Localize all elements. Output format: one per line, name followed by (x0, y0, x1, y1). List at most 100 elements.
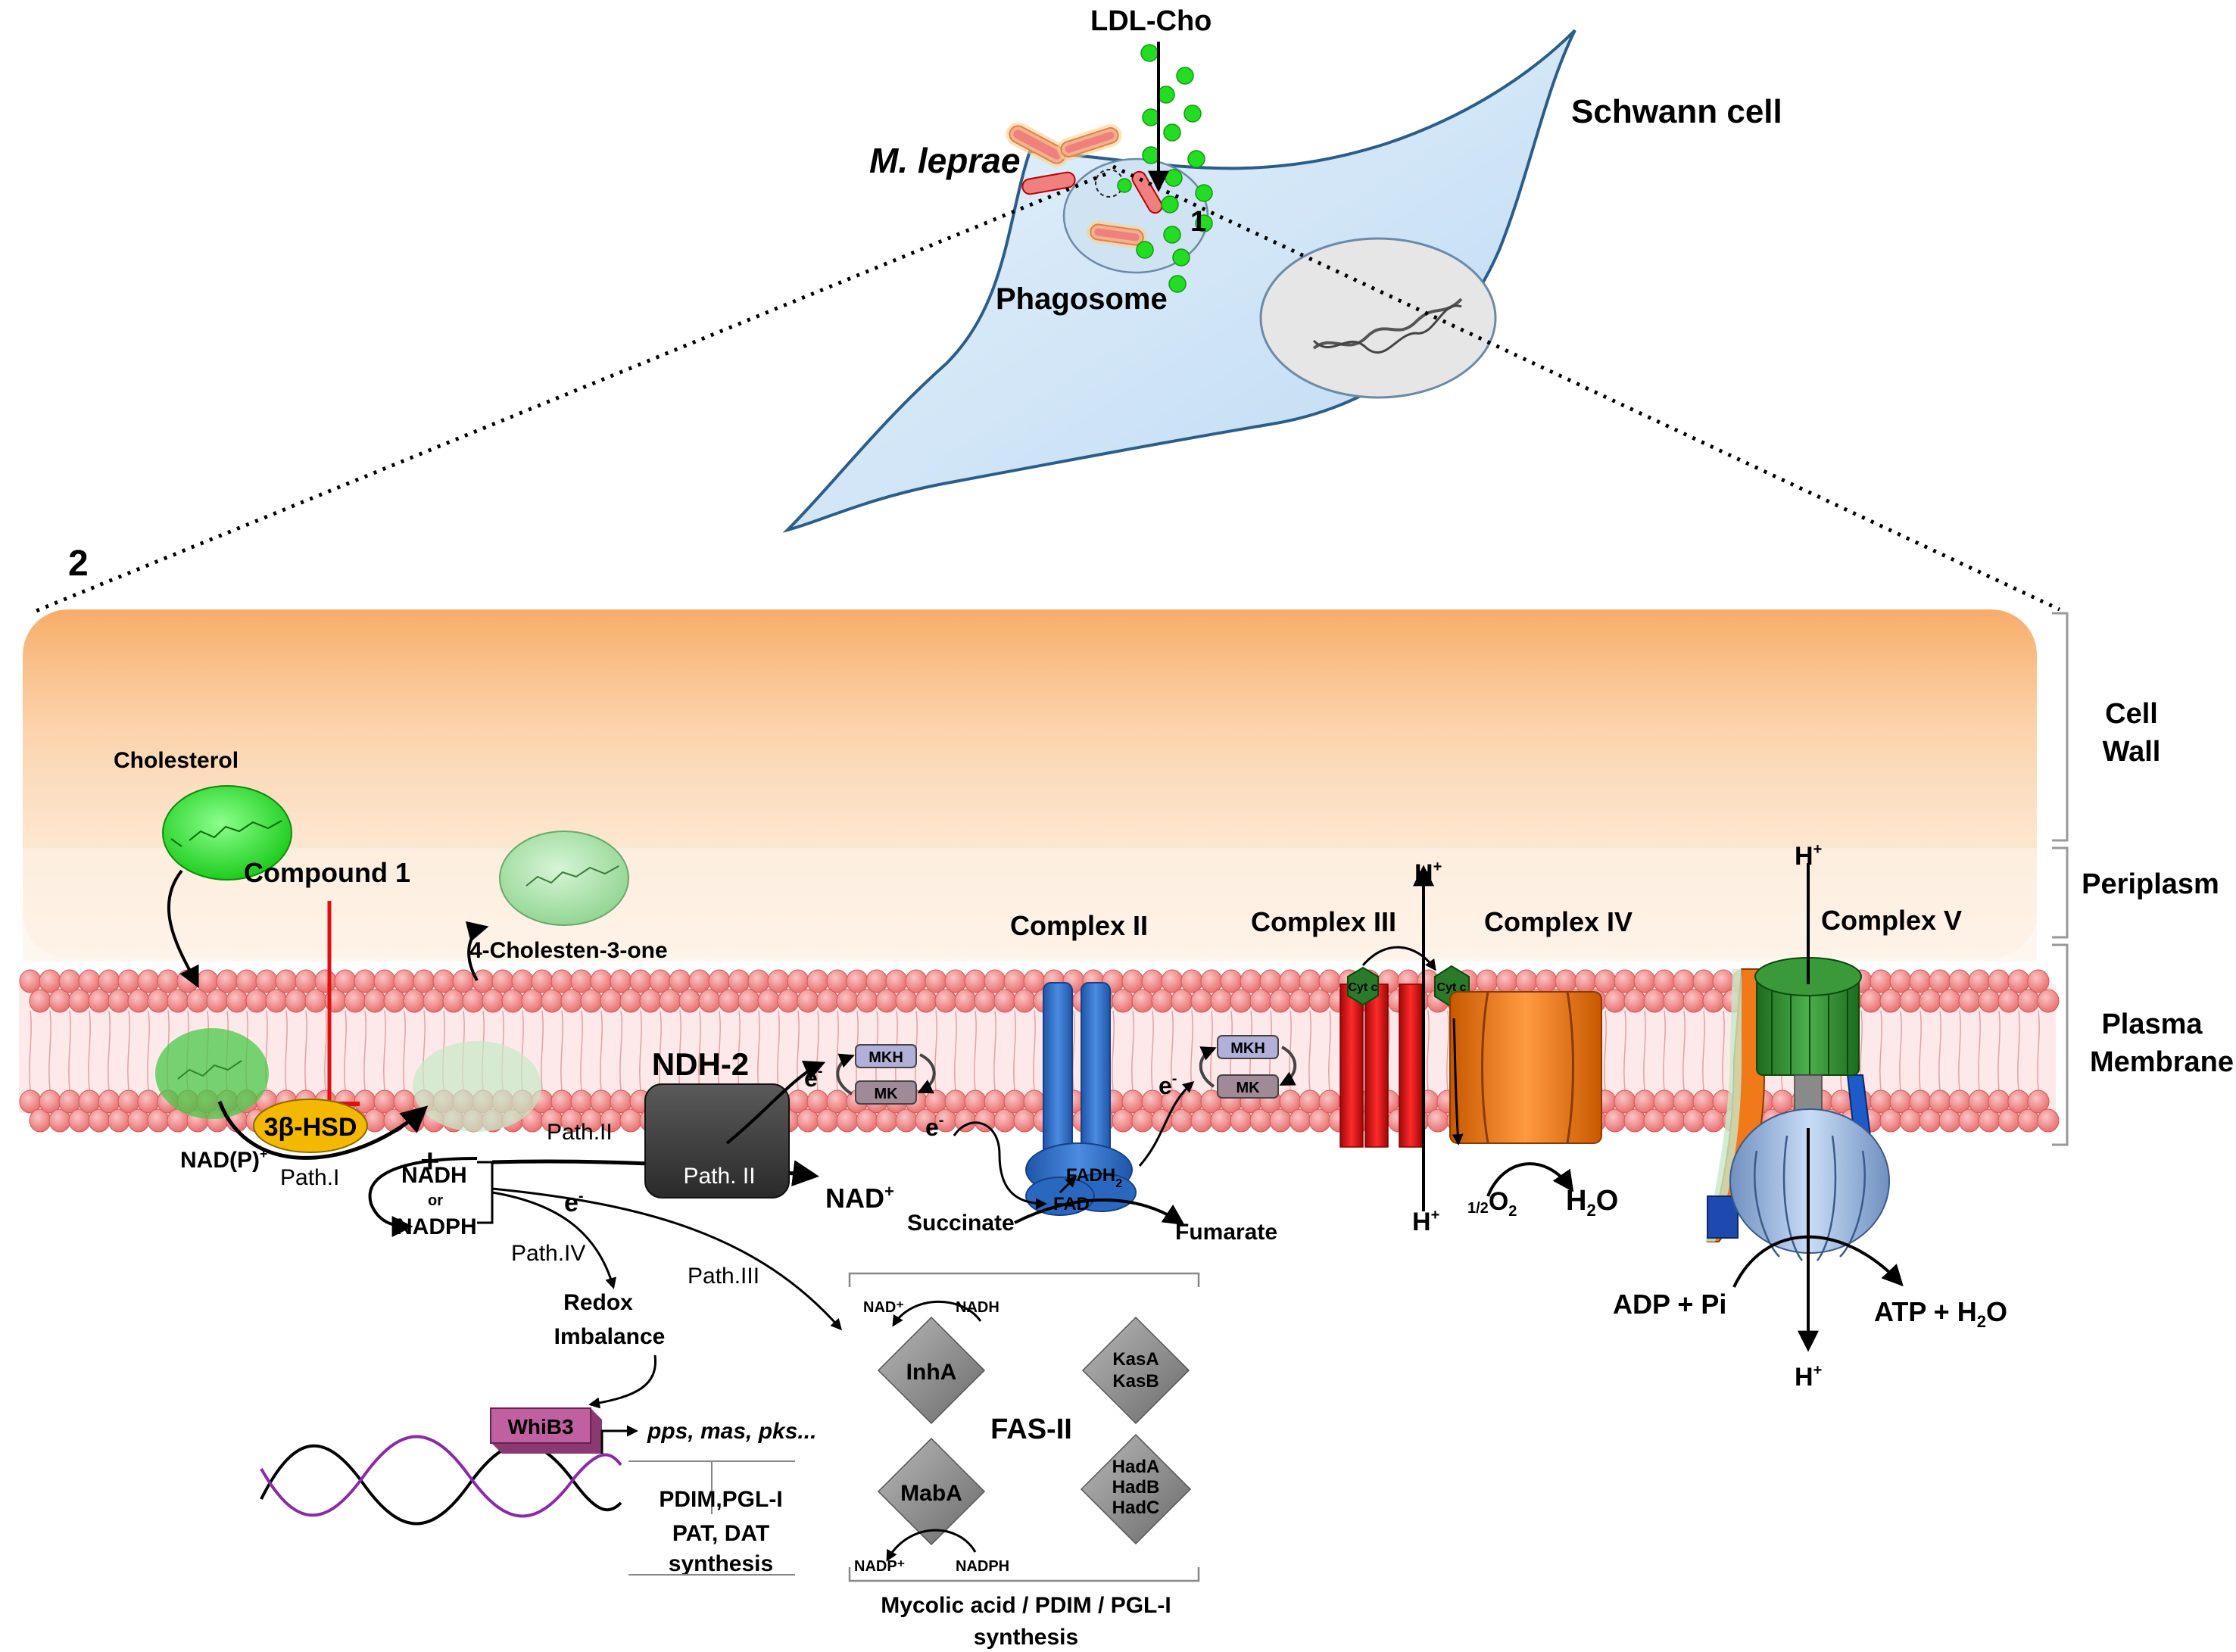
complex-v-label: Complex V (1821, 905, 1962, 936)
membrane-bead (442, 989, 465, 1013)
membrane-bead (590, 969, 613, 993)
svg-text:MKH: MKH (869, 1049, 903, 1066)
electron-label-1: e- (564, 1188, 584, 1217)
kas-node[interactable]: KasA KasB (1081, 1316, 1190, 1425)
genes-bracket (628, 1460, 795, 1514)
membrane-bead (186, 989, 209, 1013)
fas-nad-plus: NAD⁺ (863, 1299, 904, 1316)
complex-iv[interactable]: Complex IV 1/2O2 H2O (1449, 906, 1633, 1220)
membrane-bead (934, 989, 957, 1013)
membrane-tail (836, 1010, 839, 1091)
periplasm-label: Periplasm (2082, 868, 2219, 900)
membrane-bead (2037, 989, 2060, 1013)
membrane-tail (304, 1010, 307, 1091)
membrane-bead (964, 969, 987, 993)
svg-text:MabA: MabA (900, 1481, 962, 1506)
membrane-bead (1249, 989, 1272, 1013)
membrane-bead (895, 989, 918, 1013)
membrane-tail (639, 1010, 642, 1091)
svg-text:InhA: InhA (906, 1360, 957, 1385)
membrane-bead (1476, 969, 1498, 993)
membrane-bead (482, 989, 504, 1013)
membrane-bead (767, 969, 790, 993)
complex-iii[interactable]: Complex III Cyt c Cyt c H+ H+ (1251, 859, 1470, 1236)
membrane-bead (432, 969, 455, 993)
membrane-bead (1161, 969, 1183, 993)
complex-ii[interactable]: Complex II FADH2 FAD e- Succinate Fumara… (907, 910, 1277, 1245)
ndh2-body (644, 1083, 790, 1198)
membrane-bead (1190, 989, 1213, 1013)
membrane-bead (491, 969, 514, 993)
membrane-bead (639, 989, 662, 1013)
atp-label: ATP + H2O (1874, 1296, 2007, 1331)
membrane-tail (2037, 1010, 2040, 1091)
membrane-bead (1112, 989, 1134, 1013)
membrane-bead (2017, 989, 2040, 1013)
membrane-bead (147, 989, 170, 1013)
membrane-bead (462, 989, 485, 1013)
membrane-bead (649, 969, 672, 993)
succinate-fumarate-arrow (1014, 1198, 1185, 1226)
membrane-bead (984, 969, 1006, 993)
inha-node[interactable]: InhA (877, 1316, 986, 1425)
redox-arrow (588, 1354, 657, 1409)
membrane-bead (137, 969, 160, 993)
dna-strand-2 (1312, 304, 1462, 354)
membrane-bead (708, 969, 731, 993)
had-node[interactable]: HadA HadB HadC (1080, 1433, 1192, 1545)
nadh-bracket (477, 1161, 494, 1224)
membrane-tail (1171, 1010, 1174, 1091)
membrane-bead (58, 969, 81, 993)
nadp-label: NAD(P)+ (180, 1146, 268, 1173)
membrane-bead (1870, 969, 1892, 993)
zoom-line-right (1112, 164, 2061, 612)
membrane-bead (403, 989, 426, 1013)
membrane-bead (1515, 969, 1538, 993)
membrane-bead (1633, 969, 1656, 993)
membrane-bead (39, 969, 61, 993)
pdim-label-2: PAT, DAT (672, 1521, 769, 1546)
membrane-tail (1427, 1010, 1430, 1091)
membrane-bead (1899, 989, 1922, 1013)
membrane-bead (1535, 969, 1558, 993)
hsd-enzyme[interactable] (253, 1099, 368, 1153)
cell-wall-label-1: Cell (2105, 698, 2158, 730)
ndh2-complex[interactable]: NDH-2 Path. II e- (644, 1046, 826, 1198)
membrane-bead (1180, 969, 1203, 993)
membrane-bead (826, 969, 849, 993)
membrane-tail (1190, 1010, 1193, 1091)
hplus-top-2: H+ (1795, 841, 1822, 871)
membrane-tail (1131, 1010, 1134, 1091)
cholesterol-molecule (162, 785, 292, 881)
ndh2-label: NDH-2 (652, 1046, 749, 1082)
membrane-bead (856, 989, 878, 1013)
membrane-bead (570, 969, 593, 993)
membrane-bead (1938, 989, 1961, 1013)
maba-node[interactable]: MabA (877, 1437, 986, 1546)
membrane-bead (1968, 969, 1991, 993)
membrane-bead (1929, 969, 1951, 993)
cholestenone-arrow (465, 921, 489, 981)
dna-helix-2 (260, 1435, 622, 1518)
membrane-bead (295, 969, 317, 993)
membrane-tail (363, 1010, 366, 1091)
phagosome-label: Phagosome (996, 282, 1168, 316)
compound-1-label: Compound 1 (244, 857, 410, 888)
membrane-tail (1033, 1010, 1036, 1091)
membrane-tail (1938, 1010, 1941, 1091)
membrane-bead (974, 989, 996, 1013)
ldl-cho-label: LDL-Cho (1090, 5, 1212, 37)
membrane-bead (1712, 969, 1735, 993)
membrane-bead (560, 989, 583, 1013)
complex-v[interactable]: Complex V H+ H+ ADP + Pi ATP + H2O (1613, 841, 2007, 1392)
membrane-bead (816, 989, 839, 1013)
membrane-bead (777, 989, 800, 1013)
membrane-bead (915, 989, 937, 1013)
membrane-tail (816, 1010, 819, 1091)
membrane-bead (2007, 969, 2030, 993)
membrane-bead (68, 989, 91, 1013)
membrane-bead (1682, 989, 1705, 1013)
membrane-bead (1308, 989, 1331, 1013)
whib3-box[interactable] (490, 1407, 591, 1444)
